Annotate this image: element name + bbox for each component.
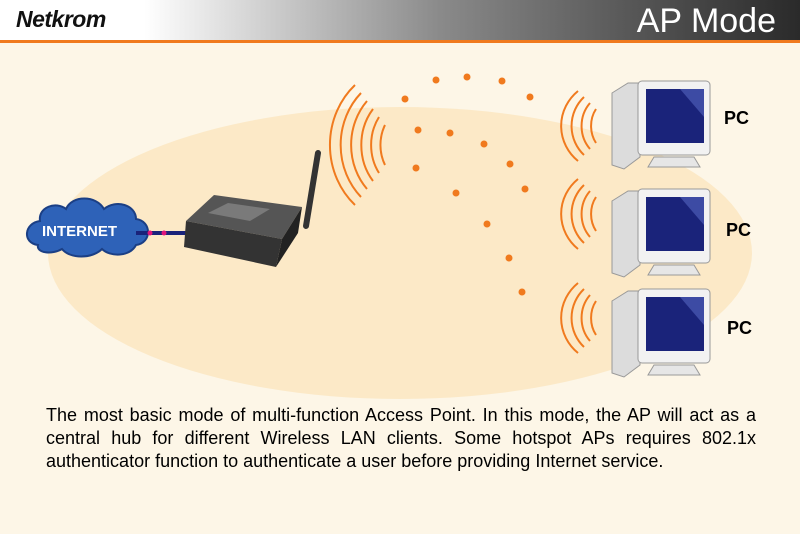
header-bar bbox=[0, 0, 800, 40]
description-text: The most basic mode of multi-function Ac… bbox=[46, 405, 756, 471]
pc-wave-3 bbox=[560, 282, 597, 354]
ap-mode-diagram bbox=[26, 73, 711, 378]
signal-dots bbox=[401, 73, 534, 296]
cloud-icon bbox=[26, 197, 149, 258]
pc-icon bbox=[611, 288, 711, 378]
router-icon bbox=[184, 150, 321, 267]
page-title: AP Mode bbox=[636, 2, 776, 40]
pc-label-1: PC bbox=[724, 108, 750, 128]
header-accent-line bbox=[0, 40, 800, 43]
logo: Netkrom bbox=[16, 6, 106, 32]
pc-label-2: PC bbox=[726, 220, 752, 240]
cable-dots bbox=[147, 230, 167, 236]
pc-label-3: PC bbox=[727, 318, 753, 338]
pc-icon bbox=[611, 188, 711, 278]
pc-wave-1 bbox=[560, 90, 597, 162]
signal-wave-icon bbox=[329, 84, 386, 206]
pc-icon bbox=[611, 80, 711, 170]
internet-label: INTERNET bbox=[42, 223, 117, 240]
pc-wave-2 bbox=[560, 178, 597, 250]
